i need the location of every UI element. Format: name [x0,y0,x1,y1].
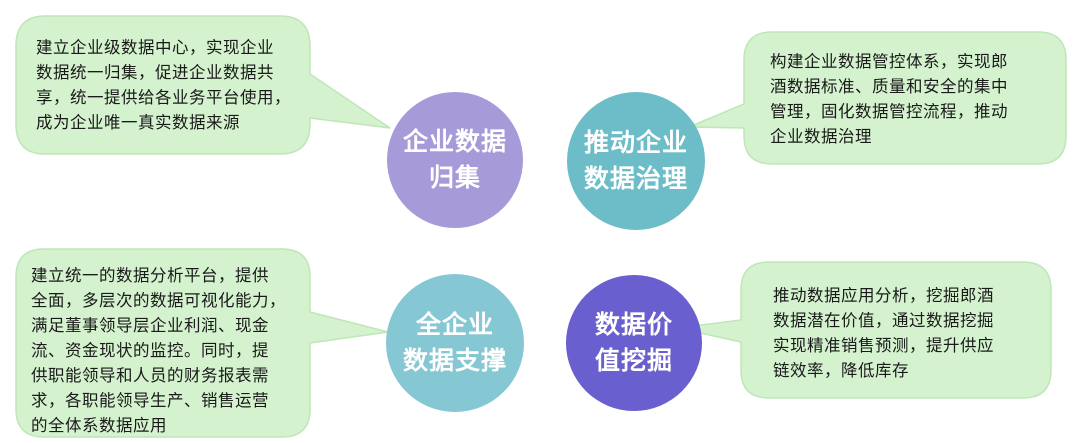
circle-label-line: 值挖掘 [594,346,673,375]
bubble-text-bottom-right: 推动数据应用分析，挖掘郎酒 数据潜在价值，通过数据挖掘 实现精准销售预测，提升供… [773,283,994,383]
bubble-line: 推动数据应用分析，挖掘郎酒 [773,286,994,305]
circle-bottom-left [386,274,524,412]
bubble-line: 数据潜在价值，通过数据挖掘 [773,311,994,330]
bubble-text-bottom-left: 建立统一的数据分析平台，提供 全面，多层次的数据可视化能力， 满足董事领导层企业… [31,263,286,438]
circle-label-line: 数据价 [594,310,673,339]
circle-top-right [567,92,705,230]
circle-label-top-right: 推动企业 数据治理 [567,125,705,197]
callout-bubble-bottom-right [677,261,1052,399]
circle-label-line: 归集 [428,163,481,192]
bubble-line: 企业数据治理 [770,127,872,146]
bubble-line: 链效率，降低库存 [773,361,909,380]
circle-label-bottom-left: 全企业 数据支撑 [386,307,524,379]
circle-label-line: 数据治理 [583,164,688,193]
circle-label-line: 推动企业 [583,128,688,157]
circle-label-line: 数据支撑 [402,346,507,375]
circle-label-top-left: 企业数据 归集 [387,124,523,196]
bubble-line: 的全体系数据应用 [31,416,167,435]
bubble-line: 实现精准销售预测，提升供应 [773,336,994,355]
bubble-line: 数据统一归集，促进企业数据共 [36,63,274,82]
bubble-line: 构建企业数据管控体系，实现郎 [770,52,1008,71]
bubble-line: 管理，固化数据管控流程，推动 [770,102,1008,121]
bubble-text-top-left: 建立企业级数据中心，实现企业 数据统一归集，促进企业数据共 享，统一提供给各业务… [36,35,291,135]
callout-bubble-top-left [15,15,391,155]
callout-bubble-bottom-left [15,248,389,438]
bubble-line: 酒数据标准、质量和安全的集中 [770,77,1008,96]
circle-label-line: 企业数据 [402,127,507,156]
circle-top-left [387,92,523,228]
bubble-line: 满足董事领导层企业利润、现金 [31,316,269,335]
bubble-line: 流、资金现状的监控。同时，提 [31,341,269,360]
circle-bottom-right [566,275,702,411]
bubble-line: 享，统一提供给各业务平台使用， [36,88,291,107]
bubble-line: 全面，多层次的数据可视化能力， [31,291,286,310]
callout-bubble-top-right [688,31,1067,165]
bubble-line: 建立统一的数据分析平台，提供 [31,266,269,285]
bubble-line: 求，各职能领导生产、销售运营 [31,391,269,410]
bubble-line: 供职能领导和人员的财务报表需 [31,366,269,385]
circle-label-bottom-right: 数据价 值挖掘 [566,307,702,379]
bubble-line: 建立企业级数据中心，实现企业 [36,38,274,57]
bubble-text-top-right: 构建企业数据管控体系，实现郎 酒数据标准、质量和安全的集中 管理，固化数据管控流… [770,49,1008,149]
circle-label-line: 全企业 [415,310,494,339]
bubble-line: 成为企业唯一真实数据来源 [36,113,240,132]
